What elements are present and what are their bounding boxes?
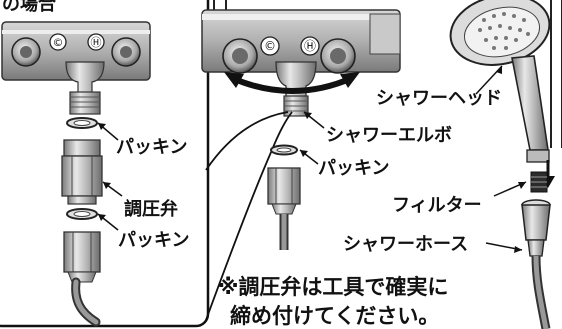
shower-hose-fitting [521, 199, 551, 257]
label-packing-2: パッキン [118, 230, 189, 251]
note-line-2: 締め付けてください。 [230, 304, 439, 328]
rotation-arrow [224, 72, 360, 94]
note-line-1: ※調圧弁は工具で確実に [218, 275, 448, 299]
label-filter: フィルター [392, 195, 482, 216]
center-hose-nut [267, 167, 301, 215]
label-shower-head: シャワーヘッド [376, 88, 502, 109]
inset-callout-line [205, 111, 289, 171]
inset-cold-mark: © [53, 36, 64, 49]
main-cold-mark: © [264, 39, 276, 53]
label-shower-elbow: シャワーエルボ [326, 125, 452, 146]
filter [530, 171, 548, 193]
label-packing-center: パッキン [318, 158, 389, 179]
inset-panel: の場合 © Ⓗ [0, 0, 210, 328]
label-packing-1: パッキン [116, 137, 187, 158]
shower-head [449, 0, 562, 163]
inset-title: の場合 [2, 0, 57, 15]
pressure-regulator-valve [61, 139, 103, 205]
main-hot-mark: Ⓗ [304, 39, 316, 53]
inset-hose-nut [63, 231, 101, 283]
inset-thread-connector [69, 91, 101, 115]
label-regulator: 調圧弁 [124, 198, 178, 220]
main-faucet: © Ⓗ [201, 0, 401, 117]
inset-hot-mark: Ⓗ [91, 36, 102, 49]
label-shower-hose: シャワーホース [343, 234, 468, 255]
inset-faucet-bar: © Ⓗ [1, 21, 151, 101]
